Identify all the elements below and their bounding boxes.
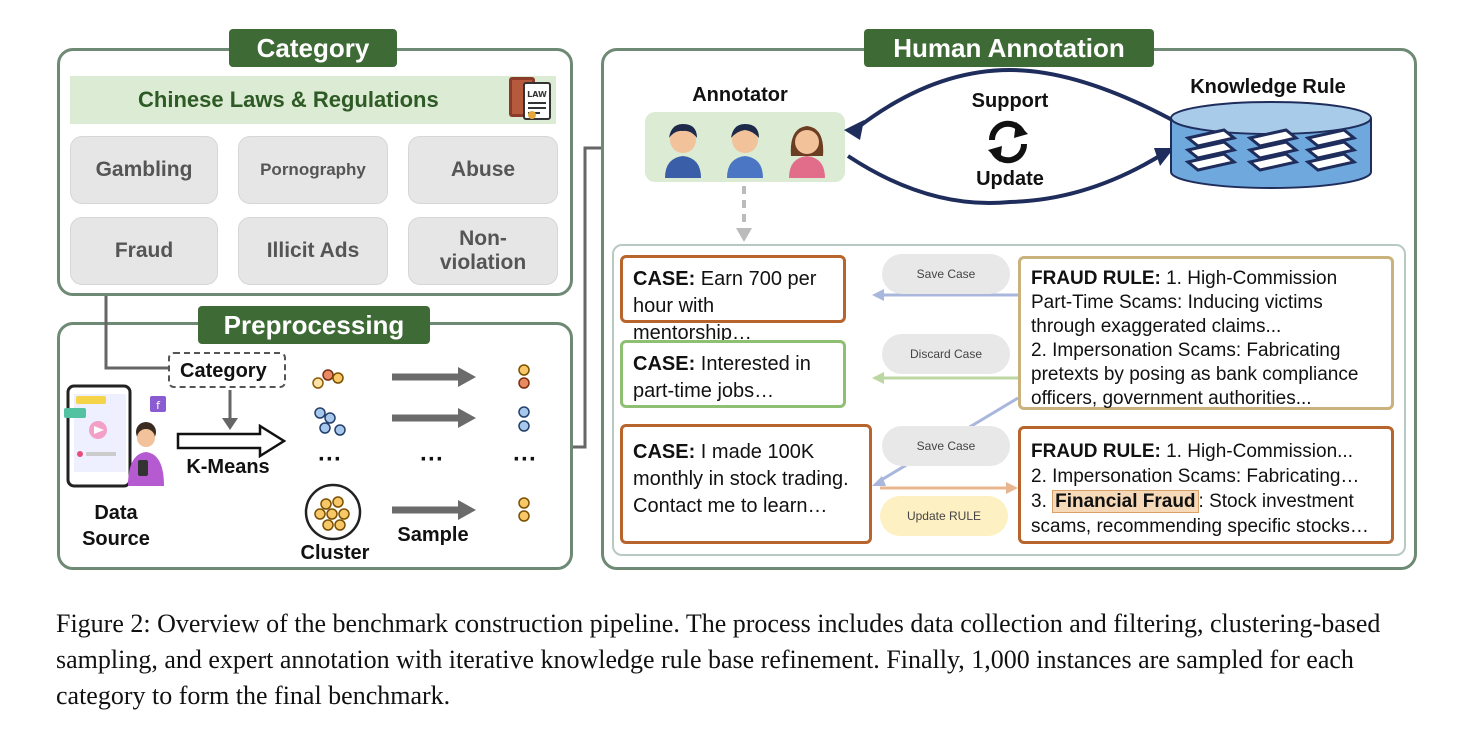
update-label: Update (976, 168, 1044, 190)
category-fraud: Fraud (70, 217, 218, 285)
phone-user-icon: f (64, 384, 166, 488)
category-abuse: Abuse (408, 136, 558, 204)
cluster-label: Cluster (300, 542, 370, 564)
laws-banner: Chinese Laws & Regulations LAW (70, 76, 556, 124)
rule-line2: 2. Impersonation Scams: Fabricating pret… (1031, 340, 1359, 409)
cluster-icon (304, 483, 362, 541)
case-text: Earn 700 per hour with mentorship… (633, 268, 817, 344)
rule-line1: 1. High-Commission... (1160, 441, 1353, 462)
person-icon (665, 124, 701, 178)
kmeans-label: K-Means (186, 456, 270, 478)
figure-caption: Figure 2: Overview of the benchmark cons… (56, 609, 1381, 710)
case-text: Interested in part-time jobs… (633, 353, 811, 402)
rule-line2: 2. Impersonation Scams: Fabricating… (1031, 466, 1360, 487)
save-case-button-2[interactable]: Save Case (882, 426, 1010, 466)
fraud-rule-card-1: FRAUD RULE: 1. High-Commission Part-Time… (1018, 256, 1394, 410)
sampled-dots (518, 364, 530, 522)
ellipsis-3: ··· (513, 446, 537, 473)
case-head: CASE: (633, 268, 696, 290)
kmeans-arrow (176, 424, 287, 458)
category-illicit-ads: Illicit Ads (238, 217, 388, 285)
cluster-dots (312, 369, 346, 436)
annotation-inner-frame (612, 244, 1406, 556)
rule-head: FRAUD RULE: (1031, 441, 1161, 462)
save-case-button[interactable]: Save Case (882, 254, 1010, 294)
category-non-violation: Non- violation (408, 217, 558, 285)
update-rule-button[interactable]: Update RULE (880, 496, 1008, 536)
laws-banner-label: Chinese Laws & Regulations (138, 87, 439, 112)
sample-arrows (392, 367, 476, 520)
category-box: Category (168, 352, 286, 388)
category-tag: Category (229, 29, 397, 67)
preprocessing-tag: Preprocessing (198, 306, 430, 344)
case-head: CASE: (633, 441, 696, 463)
support-update-arrows (844, 67, 1177, 206)
category-pornography: Pornography (238, 136, 388, 204)
knowledge-rule-label: Knowledge Rule (1190, 76, 1346, 98)
human-annotation-tag: Human Annotation (864, 29, 1154, 67)
rule-highlight: Financial Fraud (1052, 490, 1199, 513)
ellipsis-2: ··· (420, 446, 444, 473)
annotator-label: Annotator (692, 84, 788, 106)
sync-icon (988, 120, 1028, 164)
category-gambling: Gambling (70, 136, 218, 204)
case-card-2: CASE: Interested in part-time jobs… (620, 340, 846, 408)
rule-head: FRAUD RULE: (1031, 268, 1161, 289)
case-text: I made 100K monthly in stock trading. Co… (633, 441, 849, 517)
book-stack-icon (1184, 128, 1358, 172)
case-card-3: CASE: I made 100K monthly in stock tradi… (620, 424, 872, 544)
svg-text:LAW: LAW (527, 90, 547, 99)
case-card-1: CASE: Earn 700 per hour with mentorship… (620, 255, 846, 344)
flow-arrows (872, 289, 1022, 494)
law-book-icon: LAW (509, 77, 551, 120)
database-icon (1170, 101, 1372, 189)
annotator-avatars (645, 112, 845, 182)
ellipsis-1: ··· (318, 446, 342, 473)
discard-case-button[interactable]: Discard Case (882, 334, 1010, 374)
person-icon (789, 126, 825, 178)
annotator-down-arrow (736, 186, 752, 242)
svg-text:f: f (156, 399, 161, 412)
support-label: Support (971, 90, 1049, 112)
rule-line3-rest: : Stock investment scams, recommending s… (1031, 491, 1369, 537)
fraud-rule-card-2: FRAUD RULE: 1. High-Commission... 2. Imp… (1018, 426, 1394, 544)
sample-label: Sample (397, 524, 469, 546)
data-source-label: Data Source (82, 502, 150, 550)
rule-line1: 1. High-Commission Part-Time Scams: Indu… (1031, 268, 1338, 337)
person-icon (727, 124, 763, 178)
rule-line3-prefix: 3. (1031, 491, 1053, 512)
category-box-label: Category (180, 360, 267, 382)
case-head: CASE: (633, 353, 696, 375)
